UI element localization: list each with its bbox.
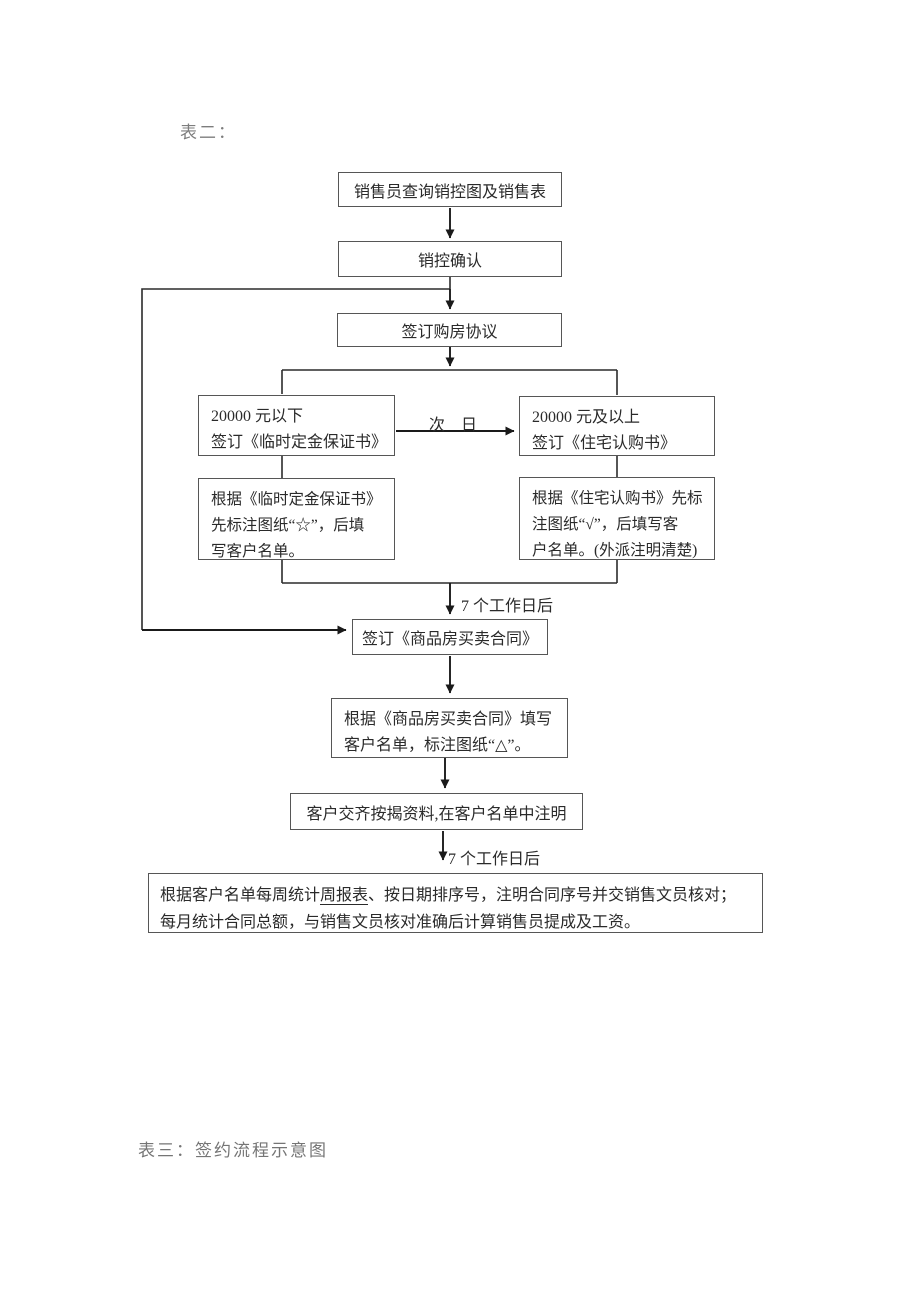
- table2-heading: 表二：: [180, 123, 237, 142]
- weekly-report-underlined: 周报表: [320, 887, 369, 905]
- flow-node-line: 注图纸“√”，后填写客: [532, 516, 679, 533]
- flow-node-line: 签订《住宅认购书》: [532, 435, 677, 452]
- flow-node-sign-sales-contract: 签订《商品房买卖合同》: [352, 619, 548, 655]
- edge-label-after-seven-days-top: 7 个工作日后: [461, 598, 554, 615]
- flow-node-line: 写客户名单。: [211, 543, 305, 560]
- flow-node-line: 根据《临时定金保证书》: [211, 491, 382, 508]
- flow-node-line: 20000 元以下: [211, 408, 304, 425]
- flow-node-weekly-report: 根据客户名单每周统计周报表、按日期排序号，注明合同序号并交销售文员核对；每月统计…: [148, 873, 763, 933]
- flow-node-over-20000: 20000 元及以上 签订《住宅认购书》: [519, 396, 715, 456]
- flow-node-line: 20000 元及以上: [532, 409, 641, 426]
- flow-node-line: 先标注图纸“☆”，后填: [211, 517, 365, 534]
- flow-node-contract-fill-note: 根据《商品房买卖合同》填写 客户名单，标注图纸“△”。: [331, 698, 568, 758]
- flow-arrows: [142, 208, 515, 861]
- flow-node-line: 签订《临时定金保证书》: [211, 434, 388, 451]
- flow-node-line: 根据《住宅认购书》先标: [532, 490, 703, 507]
- flow-node-line: 根据《商品房买卖合同》填写: [344, 711, 553, 728]
- table3-heading: 表三：签约流程示意图: [138, 1141, 328, 1160]
- flow-node-deposit-note: 根据《临时定金保证书》 先标注图纸“☆”，后填 写客户名单。: [198, 478, 395, 560]
- flow-node-sales-control-confirm: 销控确认: [338, 241, 562, 277]
- edge-label-next-day: 次 日: [429, 417, 478, 434]
- flow-node-under-20000: 20000 元以下 签订《临时定金保证书》: [198, 395, 395, 456]
- flow-node-sign-purchase-agreement: 签订购房协议: [337, 313, 562, 347]
- weekly-report-prefix: 根据客户名单每周统计: [160, 887, 321, 904]
- flow-node-line: 客户名单，标注图纸“△”。: [344, 737, 531, 754]
- flow-node-purchase-note: 根据《住宅认购书》先标 注图纸“√”，后填写客 户名单。(外派注明清楚): [519, 477, 715, 560]
- flow-node-line: 户名单。(外派注明清楚): [532, 542, 698, 559]
- flow-node-mortgage-materials: 客户交齐按揭资料,在客户名单中注明: [290, 793, 583, 830]
- flow-node-query-sales-chart: 销售员查询销控图及销售表: [338, 172, 562, 207]
- weekly-report-suffix: 、按日期排序号，注明合同序号并交销售文员核对；每月统计合同总额，与销售文员核对准…: [160, 887, 737, 931]
- edge-label-after-seven-days-bottom: 7 个工作日后: [448, 851, 541, 868]
